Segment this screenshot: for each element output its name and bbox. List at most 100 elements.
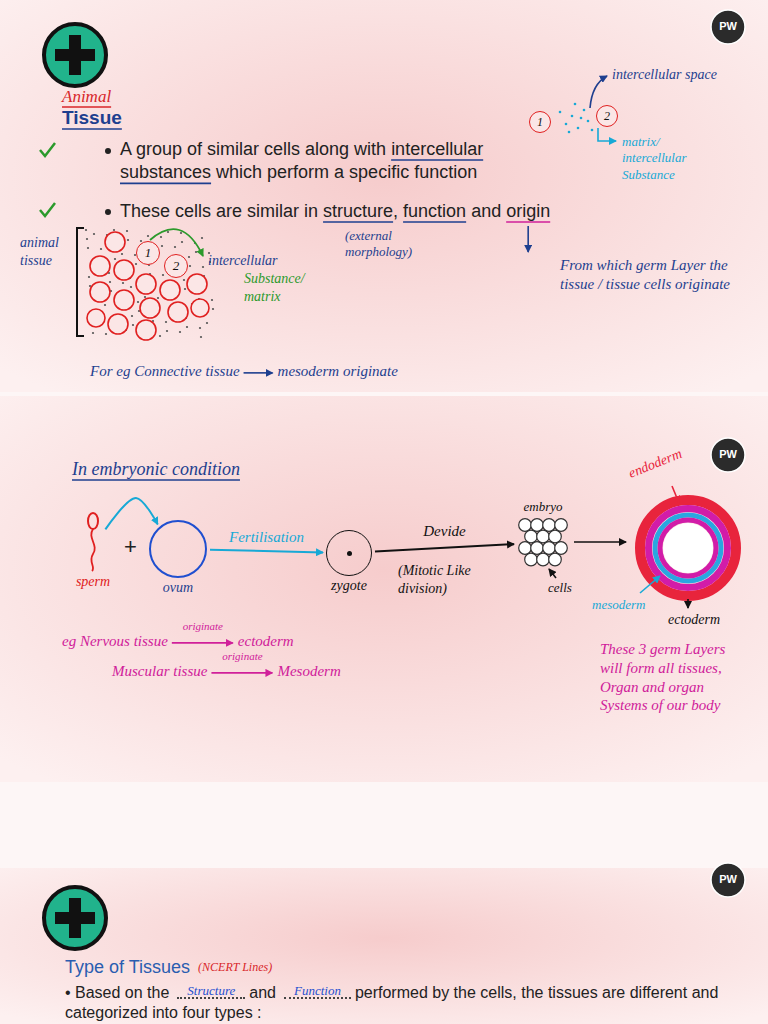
slide-ground [0, 396, 768, 782]
note-text: These 3 germ Layers will form all tissue… [600, 640, 750, 715]
matrix-dots [127, 239, 129, 241]
matrix-dots [126, 230, 128, 232]
matrix-dots [130, 286, 132, 288]
plus-icon [55, 912, 95, 924]
plus-icon [55, 49, 95, 61]
label-text: ectoderm [238, 632, 294, 651]
matrix-dots [180, 232, 182, 234]
plus-icon [44, 24, 106, 949]
cell-circle: 2 [596, 105, 618, 127]
embryo-shape [537, 530, 550, 543]
matrix-dots [174, 246, 176, 248]
sentence-part: and [249, 984, 276, 1001]
tissue-cell [90, 256, 110, 276]
logo-text: PW [719, 20, 737, 34]
check-mark [40, 143, 55, 216]
zygote-shape [326, 530, 372, 576]
label-text: For eg Connective tissue [90, 362, 240, 381]
tissue-cell [136, 320, 156, 340]
matrix-dots [122, 282, 124, 284]
tissue-cell [87, 232, 209, 340]
sentence-part: • Based on the [65, 984, 169, 1001]
matrix-dots [559, 103, 594, 134]
matrix-dots [181, 241, 183, 243]
logo-text: PW [719, 448, 737, 462]
tissue-cell [90, 282, 110, 302]
matrix-dots [88, 276, 90, 278]
embryo-shape [531, 518, 544, 531]
embryo-shape [543, 518, 556, 531]
plus-icon [44, 887, 106, 949]
leader-arrow [640, 576, 660, 593]
matrix-dots [179, 331, 181, 333]
matrix-dots [211, 299, 213, 301]
matrix-dots [200, 336, 202, 338]
edge-label: Fertilisation [229, 528, 304, 547]
matrix-dots [131, 315, 133, 317]
matrix-dots [189, 265, 191, 267]
check-mark [40, 203, 55, 216]
label-text: cells [548, 580, 572, 596]
node-label: embryo [524, 499, 563, 515]
label-text: Muscular tissue [112, 662, 207, 681]
matrix-dots [188, 256, 190, 258]
matrix-dots [147, 235, 149, 237]
tissue-cell [87, 309, 105, 327]
node-label: ovum [163, 580, 193, 597]
label-text: Tissue [62, 106, 122, 130]
node-label: 2 [173, 258, 180, 274]
sperm-figure: sperm [76, 512, 110, 593]
tissue-cell [136, 274, 156, 294]
matrix-dots [565, 123, 568, 126]
matrix-dots [162, 274, 164, 276]
tissue-cell [105, 232, 125, 252]
cell-circle: 2 [164, 254, 188, 278]
logo-text: PW [719, 873, 737, 887]
embryo-shape [525, 553, 538, 566]
matrix-dots [577, 127, 580, 130]
embryo-shape [549, 553, 562, 566]
germ-layer-rings [660, 520, 716, 576]
matrix-dots [184, 288, 186, 290]
label-text: intercellular space [612, 66, 717, 84]
matrix-dots [186, 326, 188, 328]
label-text: ectoderm [668, 611, 720, 629]
matrix-dots [109, 281, 111, 283]
note-text: Substance/ matrix [244, 270, 318, 305]
tissue-cell [168, 302, 188, 322]
check-mark [40, 143, 55, 156]
label-text: intercellular [208, 252, 277, 270]
slide-ground [0, 868, 768, 1024]
tissue-cell [160, 280, 180, 300]
matrix-dots [144, 296, 146, 298]
matrix-dots [587, 120, 590, 123]
underline [120, 183, 211, 185]
matrix-dots [167, 231, 169, 233]
note-text: A group of similar cells along with inte… [120, 138, 570, 185]
embryo-shape [543, 541, 556, 554]
node-label: zygote [331, 578, 367, 595]
bullet-dot [105, 148, 111, 215]
sperm-shape [82, 512, 104, 572]
matrix-dots [86, 238, 88, 240]
flow-arrow [375, 544, 514, 551]
matrix-dots [85, 229, 87, 231]
tissue-cell [114, 260, 134, 280]
matrix-dots [159, 335, 161, 337]
leader-arrow [672, 486, 679, 503]
leader-arrow [549, 486, 688, 608]
matrix-dots [157, 297, 159, 299]
bracket [77, 228, 84, 336]
matrix-dots [121, 253, 123, 255]
edge-label: Devide [423, 522, 465, 541]
matrix-dots [201, 237, 203, 239]
matrix-dots [137, 301, 139, 303]
embryo-figure: embryo [517, 497, 569, 569]
matrix-dots [93, 233, 95, 235]
matrix-dots [183, 279, 185, 281]
plus-icon [44, 24, 106, 86]
germ-layer-rings [640, 500, 736, 596]
underline [323, 221, 393, 223]
matrix-dots [212, 308, 214, 310]
